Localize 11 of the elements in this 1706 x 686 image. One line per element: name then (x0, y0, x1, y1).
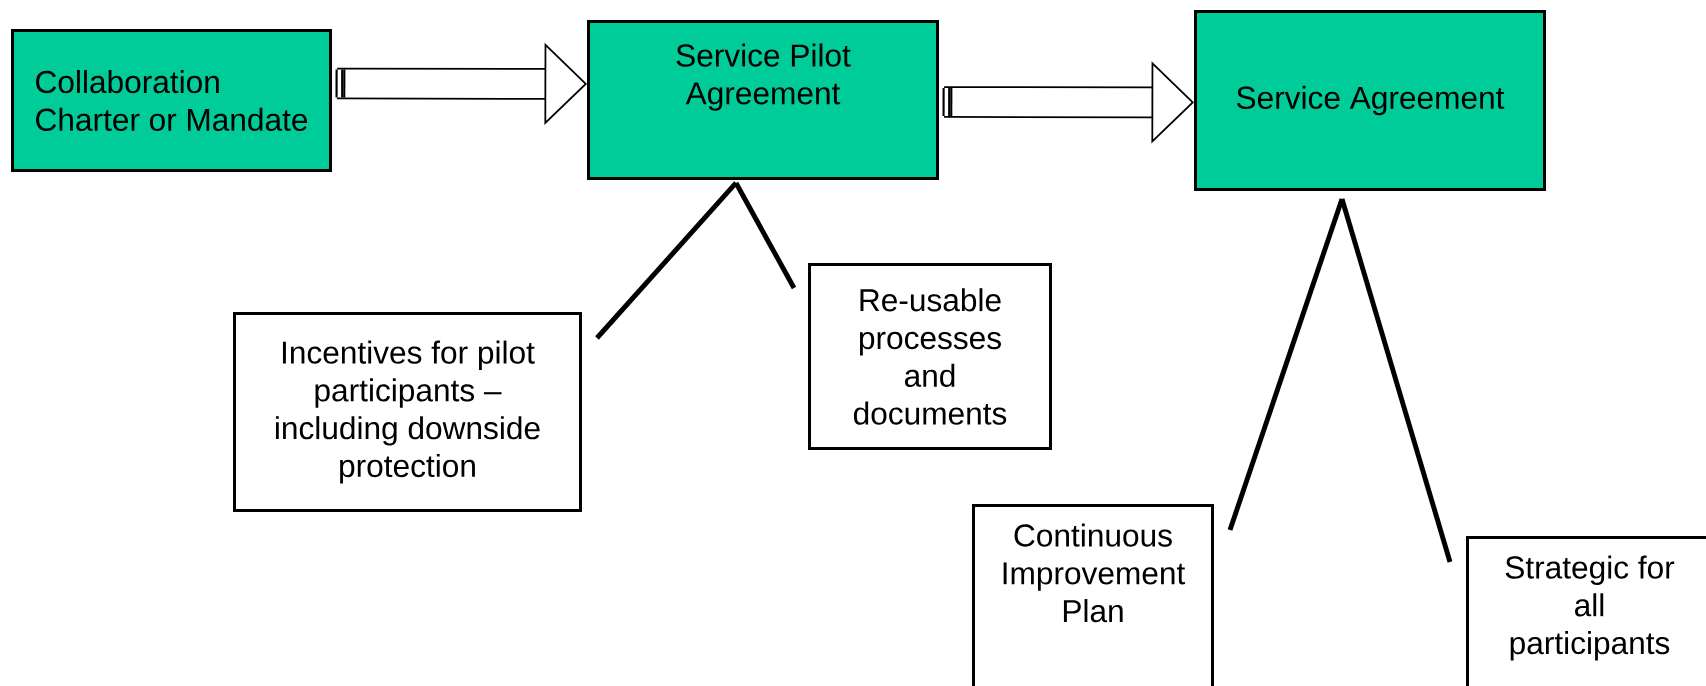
process-box: Service Agreement (1194, 10, 1546, 191)
connector-line (595, 181, 738, 340)
note-box: Incentives for pilot participants – including downside protection (233, 312, 582, 512)
connector-line (1339, 198, 1453, 563)
note-box: Strategic for all participants (1466, 536, 1706, 686)
connector-line (733, 181, 797, 290)
process-box: Collaboration Charter or Mandate (11, 29, 332, 172)
note-box: Continuous Improvement Plan (972, 504, 1214, 686)
process-box: Service Pilot Agreement (587, 20, 939, 180)
note-box: Re-usable processes and documents (808, 263, 1052, 450)
connector-line (1227, 198, 1345, 531)
